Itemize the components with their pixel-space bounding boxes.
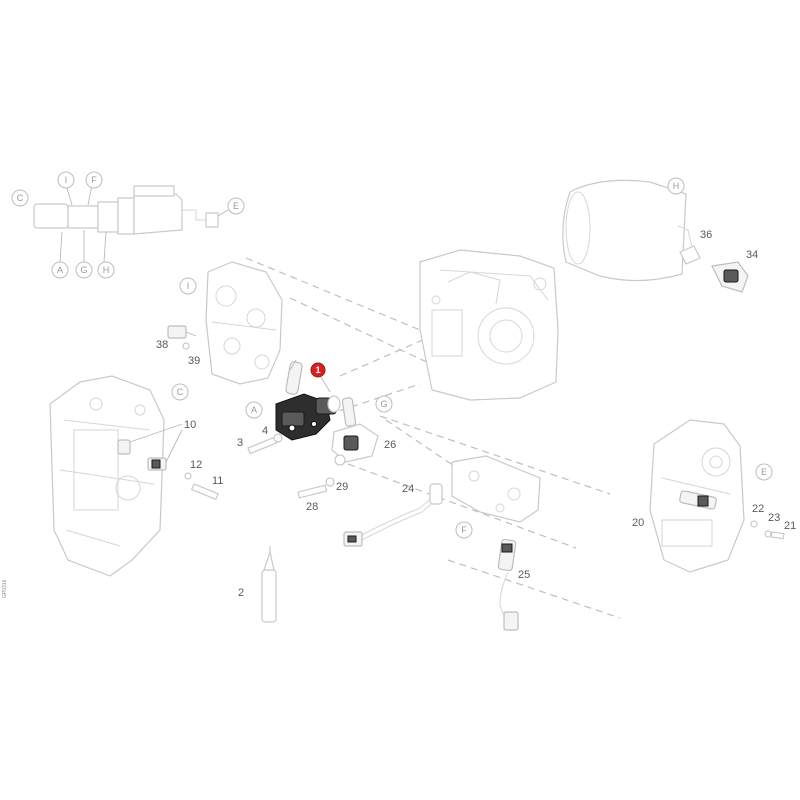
view-letter-top-g: G <box>80 265 87 275</box>
view-letter-top-i: I <box>65 175 68 185</box>
callout-38[interactable]: 38 <box>156 339 168 351</box>
callout-1-label: 1 <box>315 365 320 375</box>
part-11-12-bolt <box>184 472 219 501</box>
view-circle-top-f <box>85 171 103 189</box>
callout-20[interactable]: 20 <box>632 517 644 529</box>
callout-4[interactable]: 4 <box>262 425 268 437</box>
callout-23[interactable]: 23 <box>768 512 780 524</box>
part-28-bolt <box>297 484 328 499</box>
top-schematic-assembly <box>33 184 229 263</box>
part-24-wire-harness <box>343 483 443 547</box>
part-36-gasket <box>679 245 701 265</box>
callout-34[interactable]: 34 <box>746 249 758 261</box>
view-letter-valve-a: A <box>251 405 257 415</box>
view-letter-valve-g: G <box>380 399 387 409</box>
callout-28[interactable]: 28 <box>306 501 318 513</box>
view-circle-plate-c <box>171 383 189 401</box>
view-circle-top-g <box>75 261 93 279</box>
view-circle-valve-a <box>245 401 263 419</box>
view-letter-block-f: F <box>461 525 467 535</box>
part-2-sealant-tube <box>261 546 277 623</box>
callout-12[interactable]: 12 <box>190 459 202 471</box>
view-circle-block-f <box>455 521 473 539</box>
side-reference-code: GP0316 <box>2 579 8 598</box>
view-letter-top-a: A <box>57 265 63 275</box>
part-22-23-21-hardware <box>750 520 785 540</box>
part-34-sensor <box>711 261 749 293</box>
callout-25[interactable]: 25 <box>518 569 530 581</box>
part-4-washer <box>273 433 283 443</box>
callout-1-badge[interactable] <box>310 362 326 378</box>
view-letter-top-c: C <box>17 193 24 203</box>
part-3-bolt <box>247 436 277 455</box>
part-10-fittings <box>117 423 183 471</box>
valve-block-f <box>451 455 541 523</box>
view-circle-top-a <box>51 261 69 279</box>
view-letter-top-h: H <box>103 265 110 275</box>
view-letter-markers <box>11 171 773 539</box>
part-29-washer <box>325 477 335 487</box>
side-plate-c <box>49 375 165 577</box>
part-callout-numbers: 2 3 4 10 11 12 20 21 22 23 24 25 26 28 2… <box>156 229 796 599</box>
view-circle-top-e <box>227 197 245 215</box>
reservoir-tank <box>562 179 693 282</box>
part-26-valve <box>331 397 379 466</box>
view-circle-tank-h <box>667 177 685 195</box>
callout-21[interactable]: 21 <box>784 520 796 532</box>
callout-22[interactable]: 22 <box>752 503 764 515</box>
callout-24[interactable]: 24 <box>402 483 414 495</box>
view-letter-tank-h: H <box>673 181 680 191</box>
view-letter-right-e: E <box>761 467 767 477</box>
callout-39[interactable]: 39 <box>188 355 200 367</box>
callout-1-highlight[interactable]: 1 <box>310 362 331 393</box>
view-circle-block-i <box>179 277 197 295</box>
callout-36[interactable]: 36 <box>700 229 712 241</box>
view-letter-top-f: F <box>91 175 97 185</box>
view-circle-top-c <box>11 189 29 207</box>
callout-3[interactable]: 3 <box>237 437 243 449</box>
view-letter-plate-c: C <box>177 387 184 397</box>
view-circle-right-e <box>755 463 773 481</box>
valve-block-i <box>205 261 283 385</box>
view-letter-block-i: I <box>187 281 190 291</box>
part-38-sensor <box>167 325 197 350</box>
callout-11[interactable]: 11 <box>212 475 223 487</box>
part-25-sensor <box>497 538 519 631</box>
callout-10[interactable]: 10 <box>184 419 196 431</box>
callout-2[interactable]: 2 <box>238 587 244 599</box>
callout-29[interactable]: 29 <box>336 481 348 493</box>
view-circle-valve-g <box>375 395 393 413</box>
view-circle-top-h <box>97 261 115 279</box>
view-circle-top-i <box>57 171 75 189</box>
part-1-solenoid-valve <box>275 359 341 441</box>
view-letter-top-e: E <box>233 201 239 211</box>
transmission-housing <box>419 249 559 401</box>
part-20-sensor <box>679 490 717 510</box>
view-letter-labels: C I F E A G H H I C A G F E <box>17 175 767 535</box>
callout-26[interactable]: 26 <box>384 439 396 451</box>
